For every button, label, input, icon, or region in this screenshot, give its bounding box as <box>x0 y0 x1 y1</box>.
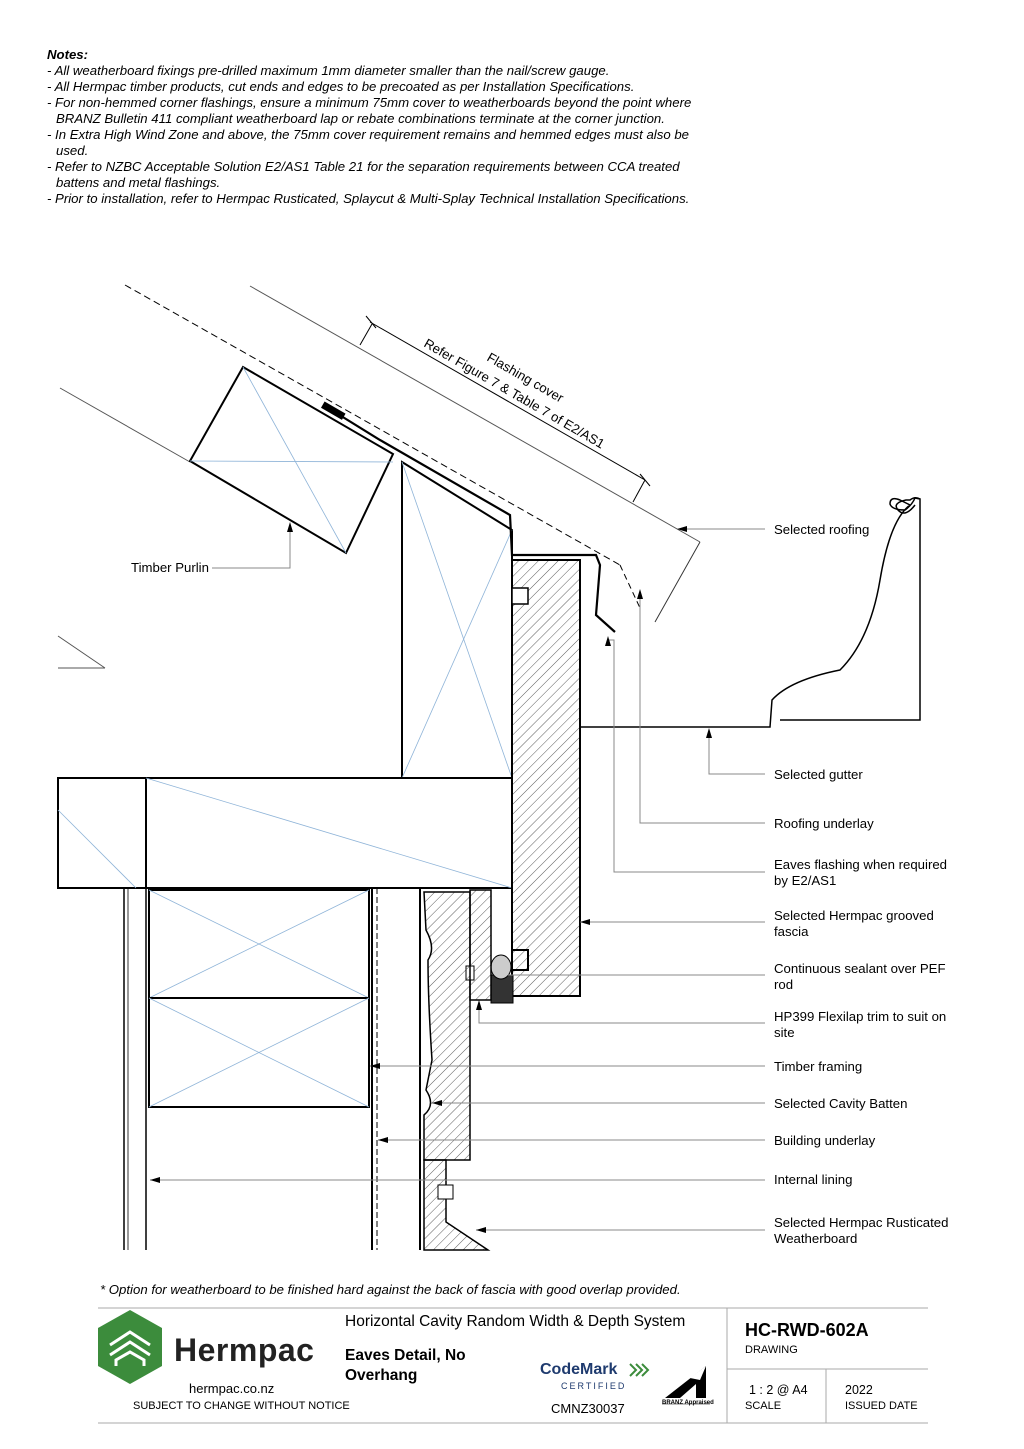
label-timber-framing: Timber framing <box>774 1059 863 1074</box>
footnote: * Option for weatherboard to be finished… <box>100 1282 681 1297</box>
gutter <box>580 496 921 728</box>
scale-label: SCALE <box>745 1400 782 1412</box>
note-item: - Refer to NZBC Acceptable Solution E2/A… <box>47 159 680 190</box>
title-block-frame <box>98 1307 928 1424</box>
flashing-ref-label: Refer Figure 7 & Table 7 of E2/AS1 <box>422 336 608 452</box>
label-building-underlay: Building underlay <box>774 1133 876 1148</box>
drawing-label: DRAWING <box>745 1344 798 1356</box>
branz-text: BRANZ Appraised <box>662 1400 714 1406</box>
top-plate <box>57 777 513 889</box>
label-line: Continuous sealant over PEF <box>774 961 946 976</box>
label-line: Selected Hermpac Rusticated <box>774 1215 949 1230</box>
label-roofing-underlay: Roofing underlay <box>774 816 874 831</box>
label-line: fascia <box>774 924 809 939</box>
hermpac-logo-icon <box>98 1310 162 1384</box>
rusticated-weatherboard <box>423 891 491 1251</box>
notes-title: Notes: <box>47 47 89 62</box>
note-item: - Prior to installation, refer to Hermpa… <box>47 191 690 206</box>
leader-lines <box>150 527 765 1231</box>
detail-title: Eaves Detail, No Overhang <box>345 1346 466 1386</box>
roofing-sheet <box>59 284 701 623</box>
note-item: - All Hermpac timber products, cut ends … <box>47 79 635 94</box>
codemark-certified: CERTIFIED <box>561 1381 627 1391</box>
cert-number: CMNZ30037 <box>551 1401 625 1416</box>
eaves-flashing <box>320 401 616 633</box>
notes-block: Notes: - All weatherboard fixings pre-dr… <box>47 47 707 207</box>
vertical-member <box>401 460 513 779</box>
codemark-icon <box>629 1363 650 1377</box>
label-line: by E2/AS1 <box>774 873 837 888</box>
label-line: site <box>774 1025 795 1040</box>
timber-framing <box>148 889 370 1108</box>
issued-year: 2022 <box>845 1383 873 1397</box>
timber-purlin <box>188 365 395 555</box>
sealant-pef-rod <box>490 954 514 1004</box>
fascia <box>511 559 581 997</box>
note-item: - In Extra High Wind Zone and above, the… <box>47 127 689 158</box>
label-line: Weatherboard <box>774 1231 858 1246</box>
label-grooved-fascia: Selected Hermpac grooved fascia <box>774 908 934 940</box>
label-line: rod <box>774 977 794 992</box>
note-item: - All weatherboard fixings pre-drilled m… <box>47 63 610 78</box>
label-timber-purlin: Timber Purlin <box>131 560 209 575</box>
drawing-number: HC-RWD-602A <box>745 1320 869 1340</box>
label-line: HP399 Flexilap trim to suit on <box>774 1009 947 1024</box>
disclaimer: SUBJECT TO CHANGE WITHOUT NOTICE <box>133 1400 350 1412</box>
internal-lining <box>123 888 147 1250</box>
scale-value: 1 : 2 @ A4 <box>749 1383 808 1397</box>
label-selected-gutter: Selected gutter <box>774 767 863 782</box>
label-cavity-batten: Selected Cavity Batten <box>774 1096 908 1111</box>
branz-appraised-icon <box>662 1366 710 1405</box>
note-item: - For non-hemmed corner flashings, ensur… <box>47 95 692 126</box>
system-title: Horizontal Cavity Random Width & Depth S… <box>345 1313 686 1330</box>
leader-arrows <box>150 522 712 1233</box>
label-flexilap-trim: HP399 Flexilap trim to suit on site <box>774 1009 946 1041</box>
brand-name: Hermpac <box>174 1332 315 1368</box>
building-underlay <box>371 888 421 1250</box>
label-selected-roofing: Selected roofing <box>774 522 870 537</box>
label-internal-lining: Internal lining <box>774 1172 853 1187</box>
label-line: Eaves flashing when required <box>774 857 948 872</box>
label-line: Selected Hermpac grooved <box>774 908 934 923</box>
codemark-text: CodeMark <box>540 1361 618 1378</box>
issued-label: ISSUED DATE <box>845 1400 918 1412</box>
detail-title-line: Eaves Detail, No <box>345 1347 466 1364</box>
label-eaves-flashing: Eaves flashing when required by E2/AS1 <box>774 857 947 889</box>
detail-title-line: Overhang <box>345 1367 418 1384</box>
label-sealant: Continuous sealant over PEF rod <box>774 961 946 993</box>
website-link[interactable]: hermpac.co.nz <box>189 1381 275 1396</box>
flashing-cover-dimension <box>359 315 651 503</box>
label-rusticated-weatherboard: Selected Hermpac Rusticated Weatherboard <box>774 1215 948 1247</box>
